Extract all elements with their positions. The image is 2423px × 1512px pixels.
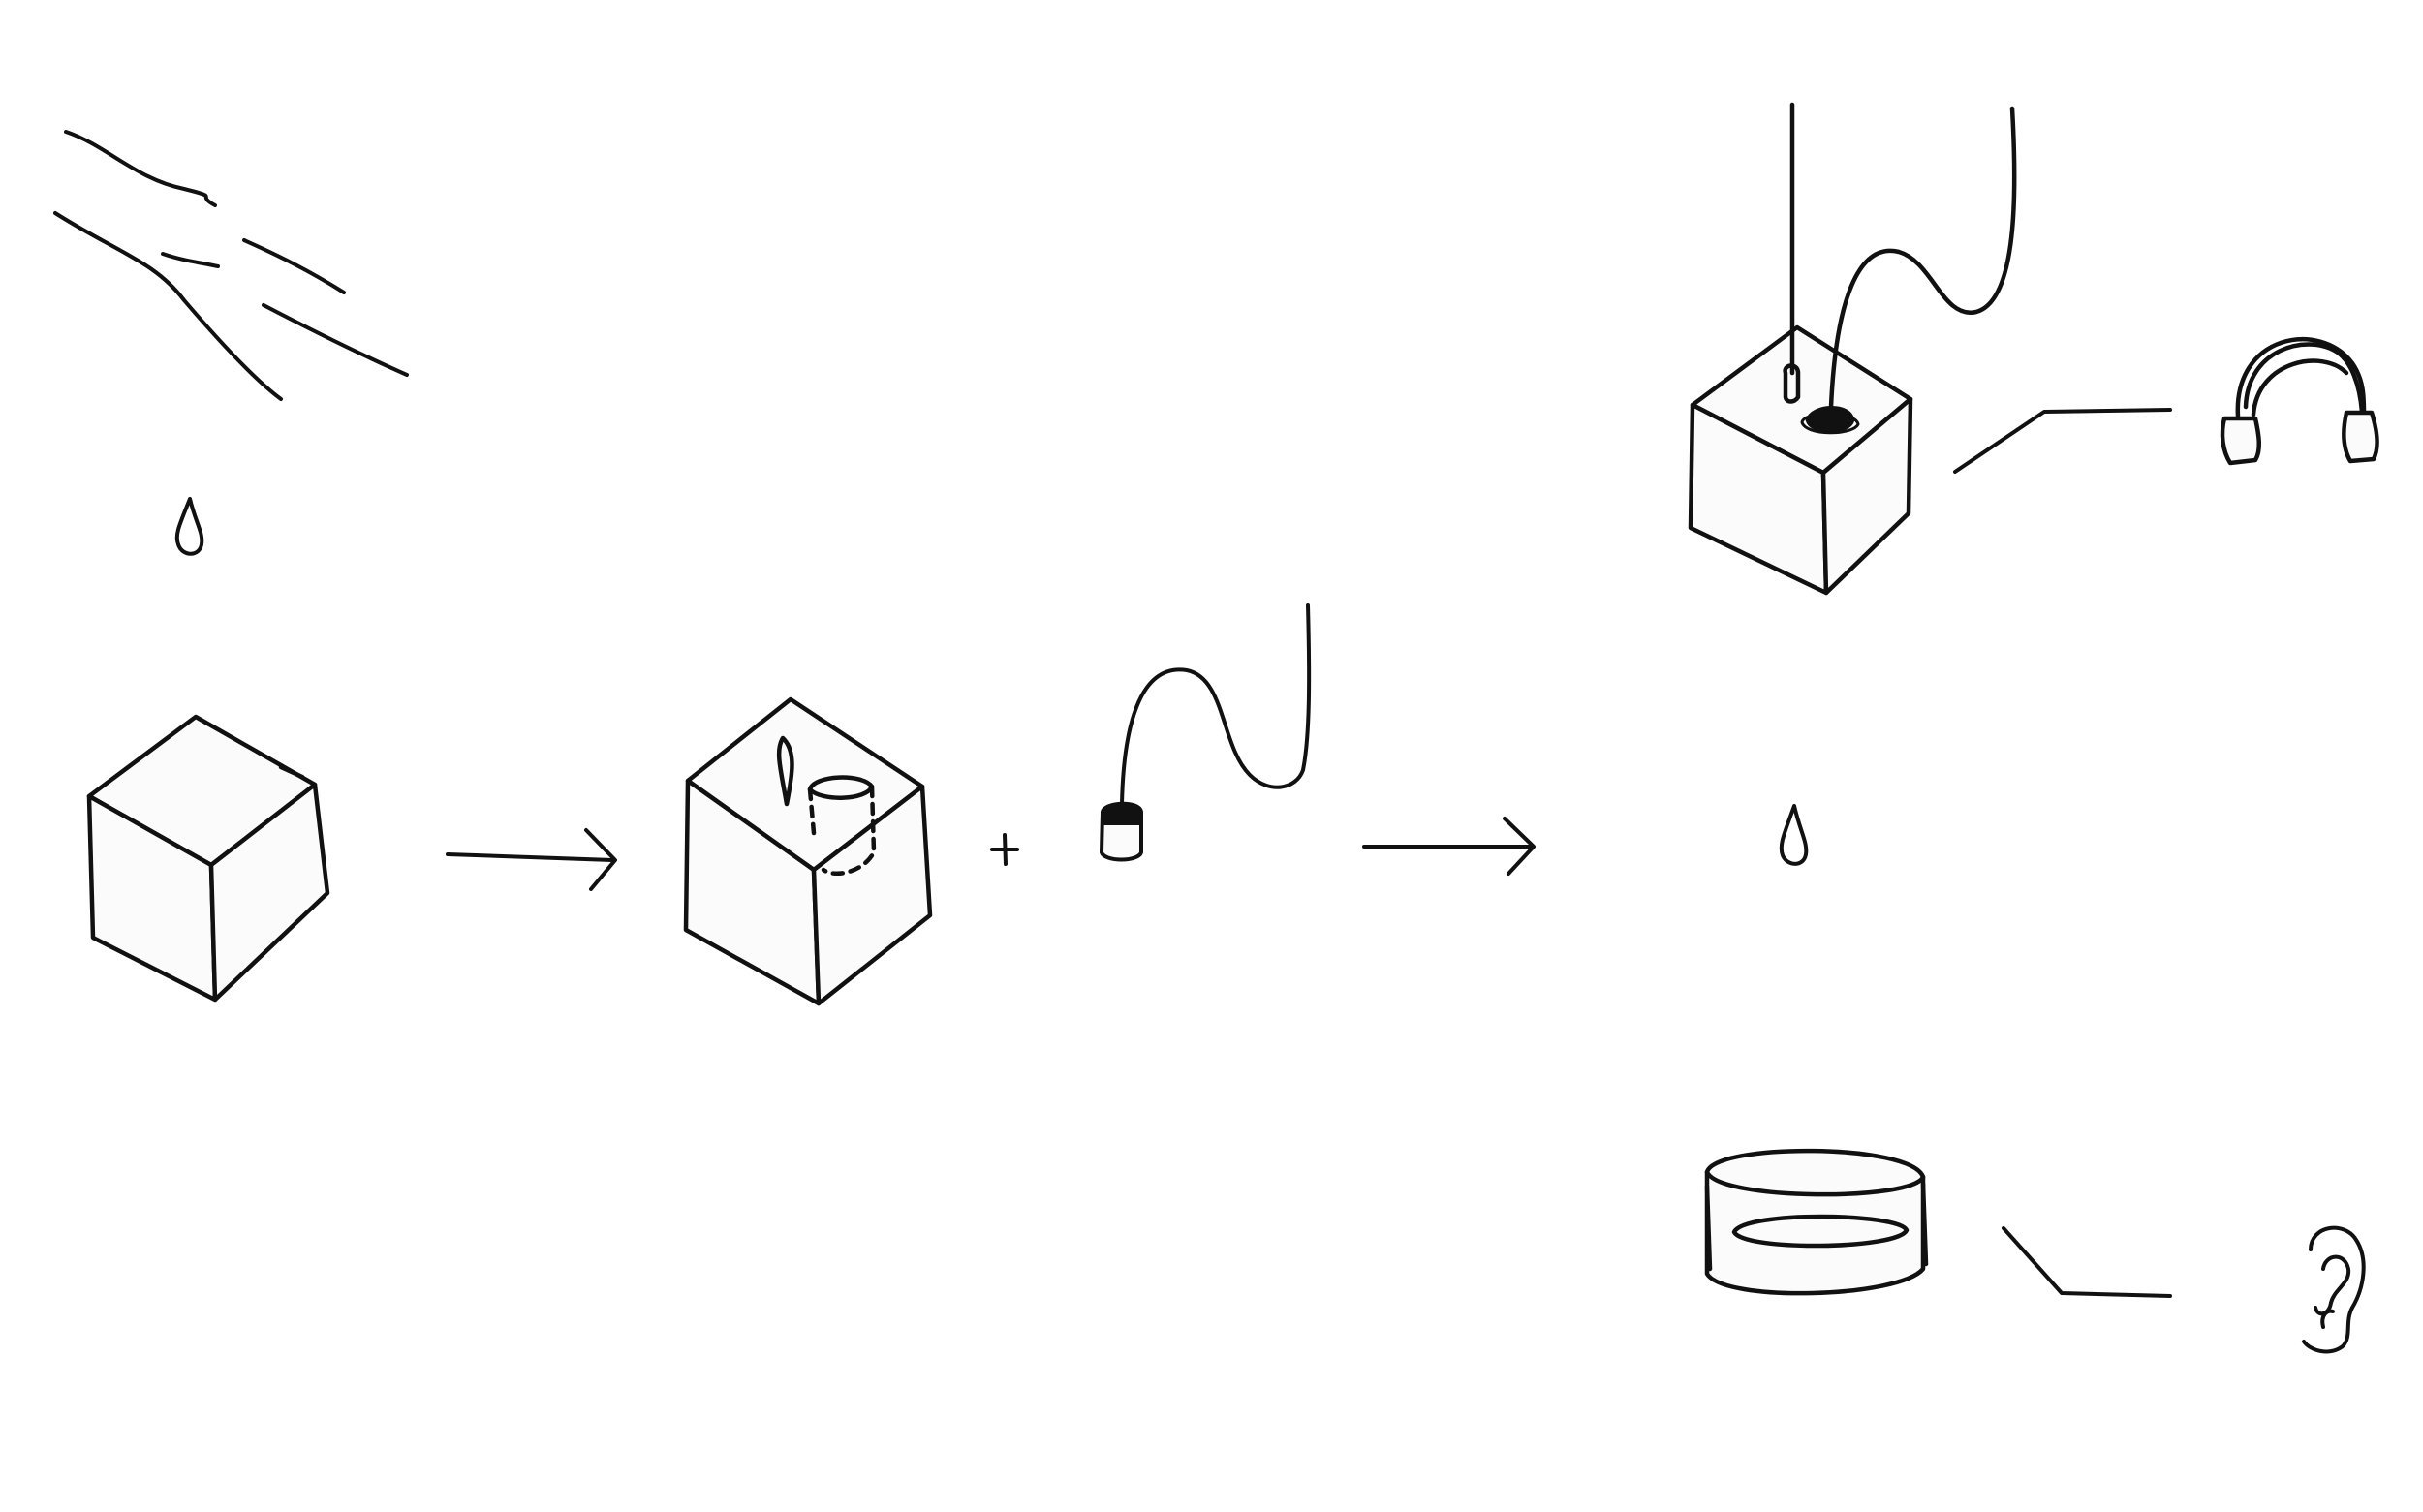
cube-with-hydrophone <box>1688 102 2017 596</box>
plus-sign <box>990 833 1019 866</box>
ice-ring <box>1704 1148 1929 1296</box>
cube-with-hole <box>683 696 933 1006</box>
water-drop-icon <box>1779 804 1809 866</box>
cube <box>86 714 330 1003</box>
headphones-icon <box>2220 336 2379 466</box>
arrow-icon <box>1362 817 1536 876</box>
connector-line <box>2002 1226 2172 1298</box>
arrow-icon <box>446 828 617 891</box>
water-drop-icon <box>174 497 204 556</box>
hydrophone-with-cable <box>1100 603 1312 862</box>
ice-sheet-lines <box>53 130 409 401</box>
connector-line <box>1953 408 2172 474</box>
ear-icon <box>2302 1225 2366 1354</box>
